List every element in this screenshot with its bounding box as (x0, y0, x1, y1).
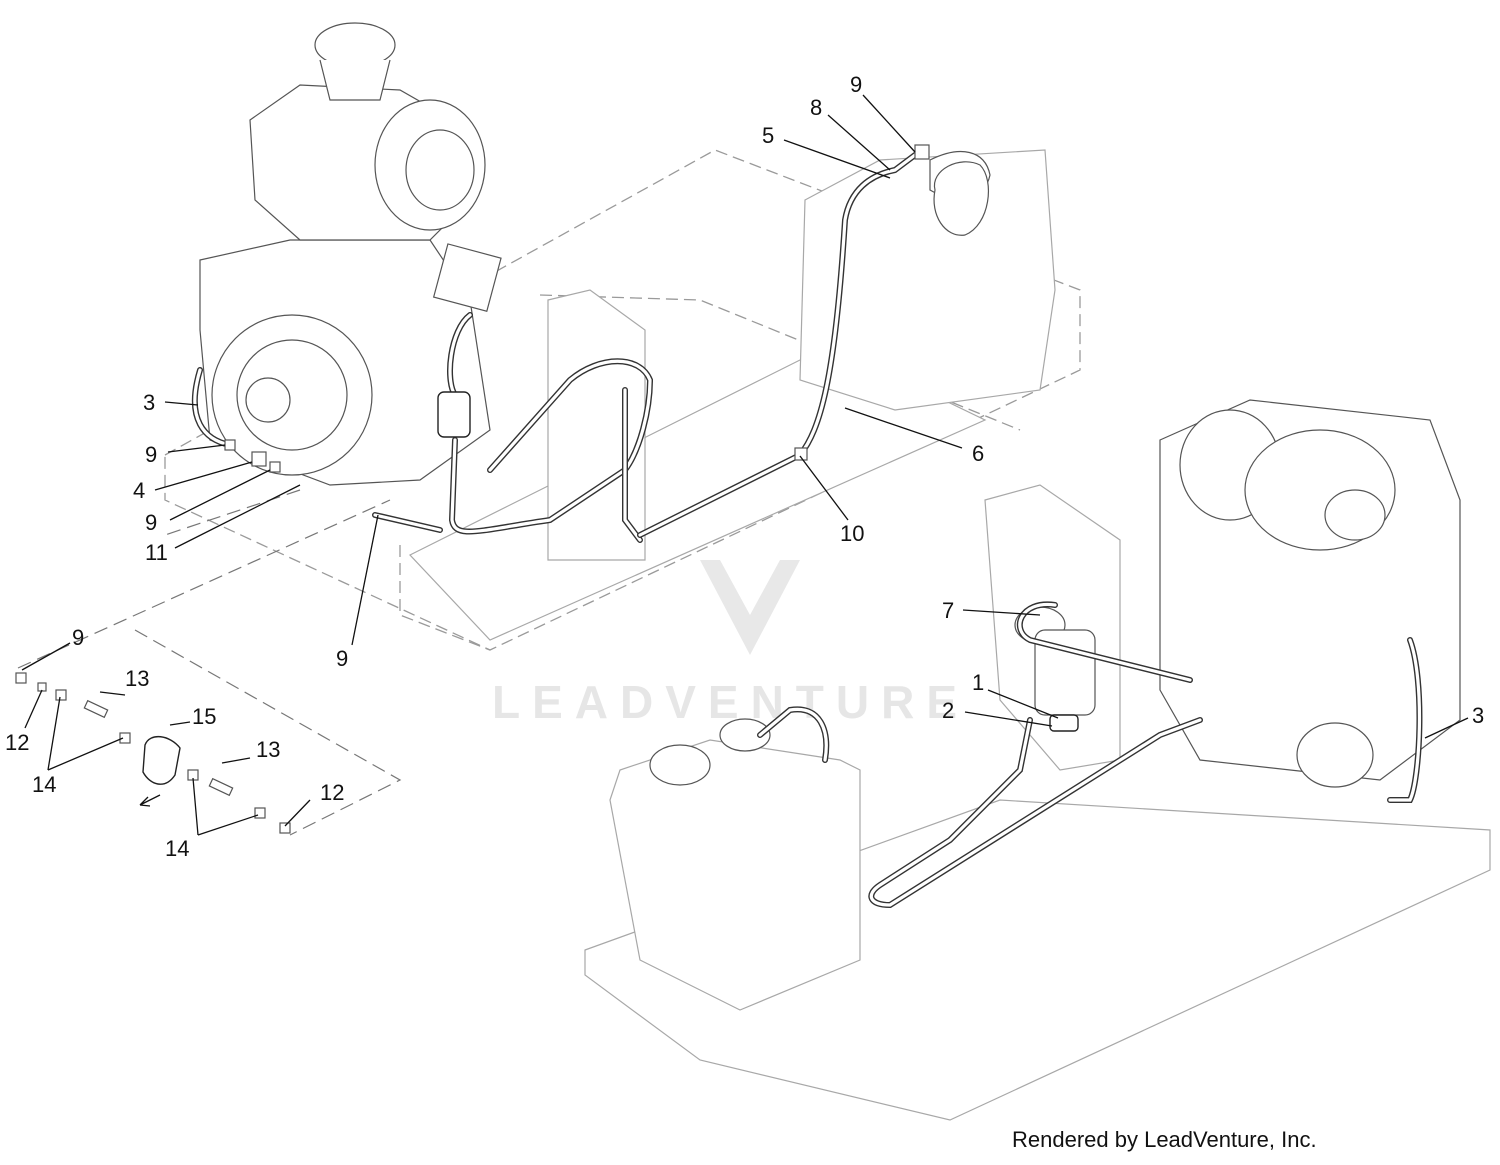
callout-8: 8 (810, 95, 822, 120)
render-credit: Rendered by LeadVenture, Inc. (1012, 1127, 1317, 1152)
callout-5: 5 (762, 123, 774, 148)
callout-6: 6 (972, 441, 984, 466)
callout-14-left: 14 (32, 772, 56, 797)
callout-14-right: 14 (165, 836, 189, 861)
callout-3-upper: 3 (143, 390, 155, 415)
callout-15: 15 (192, 704, 216, 729)
lower-frame (584, 399, 1491, 1121)
callout-9-frame: 9 (336, 646, 348, 671)
callout-13-right: 13 (256, 737, 280, 762)
callout-9-exploded: 9 (72, 625, 84, 650)
callout-13-left: 13 (125, 666, 149, 691)
engine-upper (199, 22, 502, 486)
callout-7: 7 (942, 598, 954, 623)
callout-4: 4 (133, 478, 145, 503)
lower-fuel-lines (757, 601, 1423, 909)
watermark-text: LEADVENTURE (492, 676, 969, 728)
callout-12-left: 12 (5, 730, 29, 755)
callout-9-tank: 9 (850, 72, 862, 97)
callout-3-lower: 3 (1472, 703, 1484, 728)
upper-frame (164, 149, 1081, 651)
exploded-filter-group (15, 489, 402, 836)
callout-11: 11 (145, 540, 168, 565)
callout-9-left-lower: 9 (145, 510, 157, 535)
leader-lines (21, 94, 1469, 836)
callout-labels: 1 2 3 3 4 5 6 7 8 9 9 9 9 9 10 11 12 12 … (5, 72, 1484, 861)
callout-10: 10 (840, 521, 864, 546)
callout-9-left-upper: 9 (145, 442, 157, 467)
callout-12-right: 12 (320, 780, 344, 805)
callout-2: 2 (942, 698, 954, 723)
callout-1: 1 (972, 670, 984, 695)
upper-fuel-lines (191, 144, 930, 543)
